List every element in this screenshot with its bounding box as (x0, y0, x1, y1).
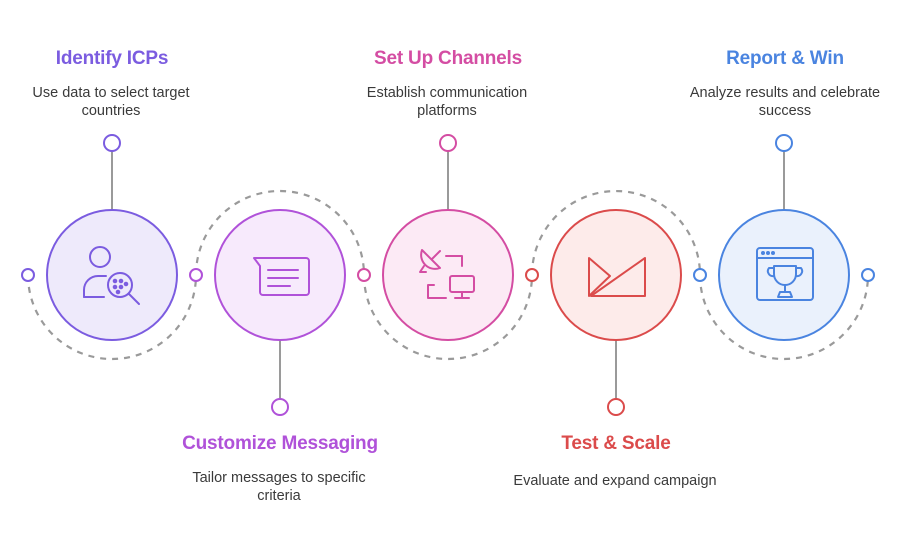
step-description-test-and-scale: Evaluate and expand campaign (513, 473, 717, 489)
dashed-arc-3 (362, 274, 534, 361)
step-circles (46, 209, 850, 341)
junction-dot-3 (357, 268, 371, 282)
junction-dot-5 (693, 268, 707, 282)
anchor-dot-5 (775, 134, 793, 152)
satellite-monitor-icon (419, 249, 475, 299)
step-title-report-and-win: Report & Win (726, 48, 844, 69)
dashed-arc-5 (698, 274, 870, 361)
anchor-dot-2 (271, 398, 289, 416)
message-icon (253, 257, 310, 296)
step-title-test-and-scale: Test & Scale (561, 433, 671, 454)
anchor-dot-1 (103, 134, 121, 152)
step-circle-5 (718, 209, 850, 341)
dashed-arc-1 (26, 274, 198, 361)
junction-dot-2 (189, 268, 203, 282)
junction-dot-1 (21, 268, 35, 282)
connector-dots (21, 134, 875, 416)
step-title-identify-icps: Identify ICPs (55, 48, 169, 69)
scale-icon (588, 257, 646, 297)
junction-dot-6 (861, 268, 875, 282)
junction-dot-4 (525, 268, 539, 282)
anchor-dot-3 (439, 134, 457, 152)
step-title-customize-messaging: Customize Messaging (182, 433, 378, 454)
step-description-identify-icps: Use data to select target countries (32, 85, 190, 119)
step-circle-3 (382, 209, 514, 341)
dashed-connectors (26, 189, 870, 361)
step-circle-2 (214, 209, 346, 341)
step-description-report-and-win: Analyze results and celebrate success (689, 85, 881, 119)
anchor-dot-4 (607, 398, 625, 416)
stems (111, 151, 785, 399)
dashed-arc-2 (194, 189, 366, 276)
step-description-set-up-channels: Establish communication platforms (366, 85, 528, 119)
user-search-icon (83, 246, 140, 305)
step-circle-4 (550, 209, 682, 341)
step-description-customize-messaging: Tailor messages to specific criteria (192, 470, 366, 504)
dashed-arc-4 (530, 189, 702, 276)
trophy-window-icon (756, 247, 814, 301)
step-title-set-up-channels: Set Up Channels (374, 48, 522, 69)
